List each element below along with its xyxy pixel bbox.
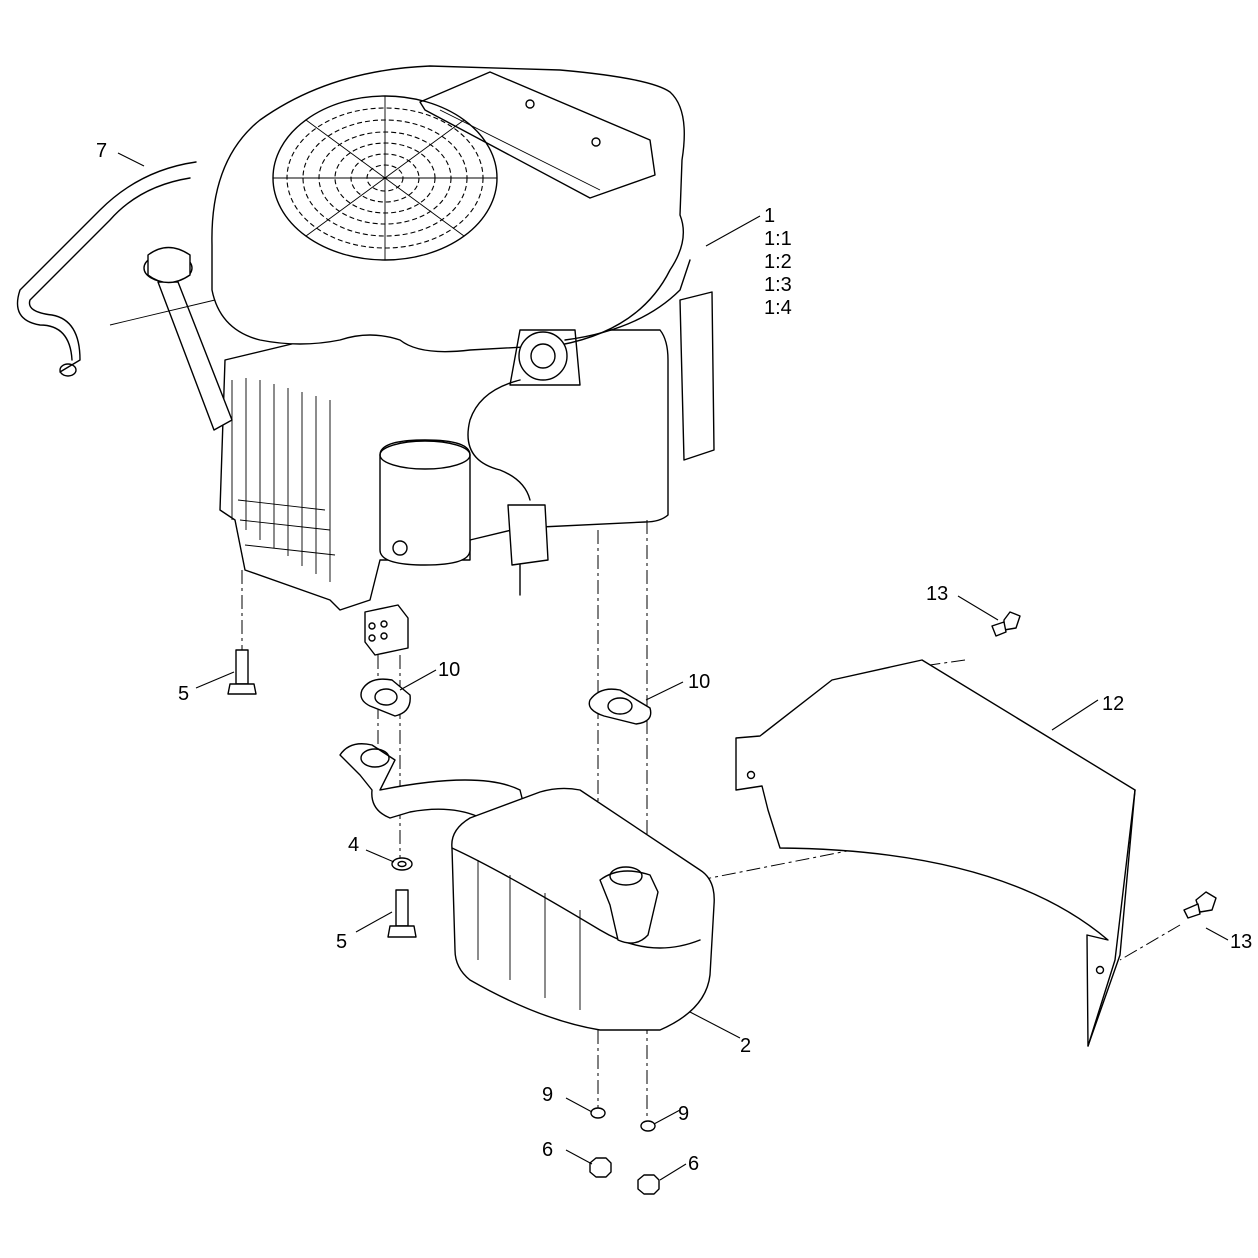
muffler-part (339, 743, 715, 1031)
nut-right-part (637, 1174, 660, 1195)
callout-gasket-right: 10 (688, 671, 710, 693)
shield-bolt-lower-part (1183, 891, 1217, 919)
callout-muffler: 2 (740, 1035, 751, 1057)
engine-assembly (109, 65, 715, 656)
callout-lockwasher-right: 9 (678, 1103, 689, 1125)
callout-labels: 1 1:1 1:2 1:3 1:4 2 4 5 5 6 6 7 9 9 10 1… (96, 140, 1252, 1175)
callout-bolt-upper: 5 (178, 683, 189, 705)
callout-engine: 1 (764, 205, 775, 227)
callout-shield-bolt-upper: 13 (926, 583, 948, 605)
bolt-upper-part (227, 649, 257, 695)
fuel-pump (467, 259, 691, 501)
callout-shield-bolt-lower: 13 (1230, 931, 1252, 953)
lockwasher-right-part (640, 1120, 656, 1132)
bolt-lower-part (387, 889, 417, 938)
nut-left-part (589, 1157, 612, 1178)
oil-fill-tube (109, 246, 233, 431)
heat-shield-part (735, 659, 1136, 1047)
leader-lines (117, 152, 1229, 1181)
breather-hose (16, 161, 197, 373)
washer-part (391, 857, 413, 871)
starter-motor (379, 439, 471, 566)
callout-nut-left: 6 (542, 1139, 553, 1161)
callout-washer: 4 (348, 834, 359, 856)
fan-grille (272, 95, 498, 261)
gasket-right-part (588, 688, 652, 725)
callout-engine-kit-2: 1:2 (764, 251, 792, 273)
shield-bolt-upper-part (991, 611, 1021, 637)
callout-lockwasher-left: 9 (542, 1084, 553, 1106)
lockwasher-left-part (590, 1107, 606, 1119)
callout-engine-kit-1: 1:1 (764, 228, 792, 250)
fuel-filter (507, 504, 549, 596)
gasket-left-part (360, 678, 411, 717)
callout-nut-right: 6 (688, 1153, 699, 1175)
callout-engine-kit-4: 1:4 (764, 297, 792, 319)
callout-engine-kit-3: 1:3 (764, 274, 792, 296)
callout-gasket-left: 10 (438, 659, 460, 681)
callout-hose: 7 (96, 140, 107, 162)
callout-heat-shield: 12 (1102, 693, 1124, 715)
callout-bolt-lower: 5 (336, 931, 347, 953)
